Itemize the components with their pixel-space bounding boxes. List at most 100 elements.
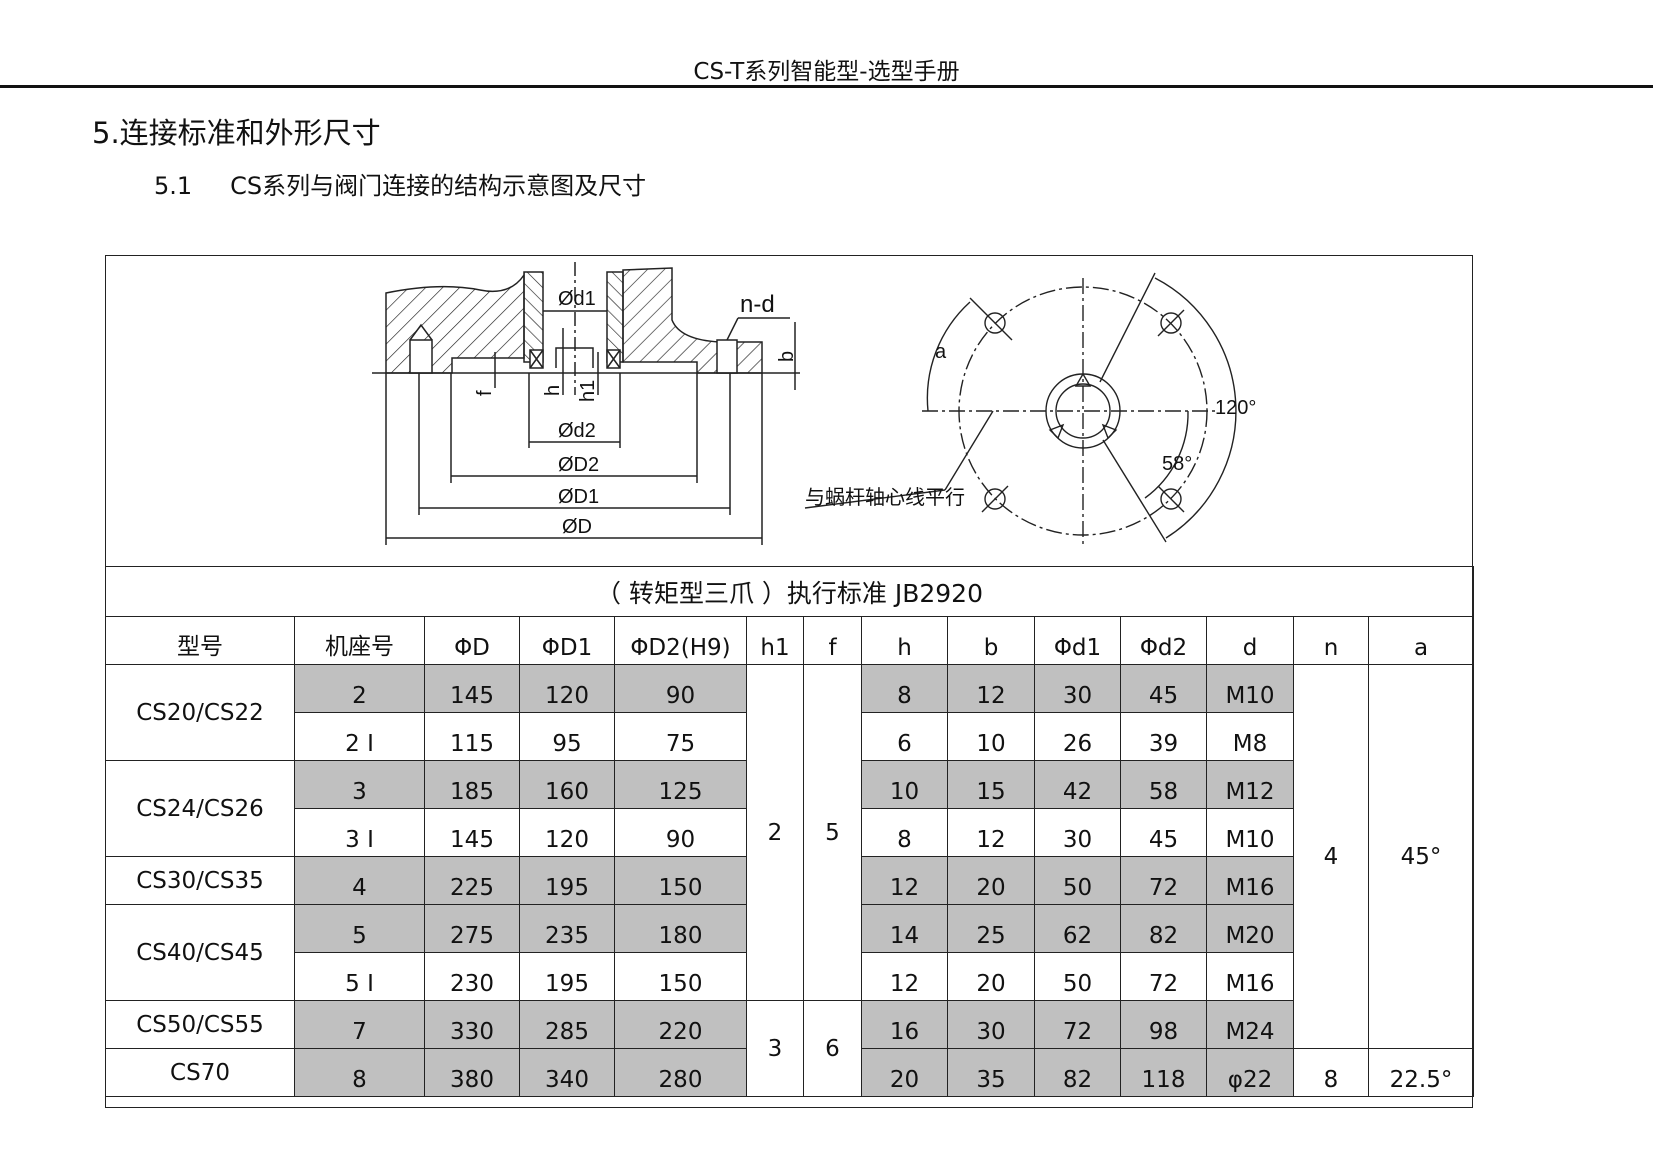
data-cell: 50 [1034,856,1121,905]
data-cell: M16 [1206,856,1294,905]
data-cell: 8 [861,664,948,713]
column-header: Φd1 [1034,616,1121,665]
data-cell: 120 [519,664,615,713]
n-cell: 4 [1293,664,1369,1049]
data-cell: 330 [424,1000,520,1049]
data-cell: M10 [1206,808,1294,857]
data-cell: 10 [861,760,948,809]
data-cell: 235 [519,904,615,953]
data-cell: 12 [947,664,1035,713]
data-cell: 185 [424,760,520,809]
data-cell: 8 [861,808,948,857]
label-f: f [474,390,496,396]
data-cell: 98 [1120,1000,1207,1049]
data-cell: 16 [861,1000,948,1049]
data-cell: 180 [614,904,747,953]
data-cell: 72 [1034,1000,1121,1049]
data-cell: 2 I [294,712,425,761]
data-cell: 26 [1034,712,1121,761]
data-cell: 285 [519,1000,615,1049]
model-cell: CS40/CS45 [105,904,295,1001]
label-n-d: n-d [740,291,775,318]
data-cell: 45 [1120,664,1207,713]
data-cell: 90 [614,808,747,857]
a-cell: 45° [1368,664,1474,1049]
data-cell: 4 [294,856,425,905]
data-cell: 145 [424,664,520,713]
data-cell: M8 [1206,712,1294,761]
label-D2: ØD2 [558,454,599,476]
column-header: a [1368,616,1474,665]
column-header: d [1206,616,1294,665]
flange-body-right [622,267,763,374]
n-cell: 8 [1293,1048,1369,1097]
data-cell: M20 [1206,904,1294,953]
column-header: h [861,616,948,665]
model-cell: CS24/CS26 [105,760,295,857]
data-cell: 30 [947,1000,1035,1049]
data-cell: 340 [519,1048,615,1097]
flange-body [385,272,525,374]
column-header: 型号 [105,616,295,665]
data-cell: 6 [861,712,948,761]
data-cell: 380 [424,1048,520,1097]
h1-cell: 3 [746,1000,804,1097]
data-cell: 115 [424,712,520,761]
sleeve-left [523,271,544,363]
data-cell: 195 [519,856,615,905]
data-cell: 45 [1120,808,1207,857]
data-cell: 2 [294,664,425,713]
label-D1: ØD1 [558,486,599,508]
label-h: h [542,385,564,396]
f-cell: 6 [803,1000,862,1097]
data-cell: 35 [947,1048,1035,1097]
f-cell: 5 [803,664,862,1001]
data-cell: 39 [1120,712,1207,761]
data-cell: 82 [1120,904,1207,953]
column-header: ΦD [424,616,520,665]
data-cell: 30 [1034,808,1121,857]
data-cell: 50 [1034,952,1121,1001]
label-120-degrees: 120° [1215,397,1256,419]
data-cell: 20 [947,952,1035,1001]
model-cell: CS20/CS22 [105,664,295,761]
subsection-title: 5.1 CS系列与阀门连接的结构示意图及尺寸 [154,166,646,201]
section-view-labels: Ød1 n-d b f h h1 Ød2 ØD2 ØD1 ØD [474,288,798,538]
data-cell: M16 [1206,952,1294,1001]
subsection-number: 5.1 [154,172,193,200]
header-divider [0,85,1653,88]
column-header: b [947,616,1035,665]
subsection-text: CS系列与阀门连接的结构示意图及尺寸 [230,172,647,200]
data-cell: 12 [947,808,1035,857]
label-parallel-note: 与蜗杆轴心线平行 [805,486,965,509]
column-header: n [1293,616,1369,665]
data-cell: 20 [947,856,1035,905]
data-cell: 275 [424,904,520,953]
model-cell: CS30/CS35 [105,856,295,905]
data-cell: 3 [294,760,425,809]
model-cell: CS50/CS55 [105,1000,295,1049]
label-d2: Ød2 [558,420,596,442]
data-cell: 10 [947,712,1035,761]
data-cell: 230 [424,952,520,1001]
data-cell: 14 [861,904,948,953]
h1-cell: 2 [746,664,804,1001]
data-cell: 95 [519,712,615,761]
data-cell: φ22 [1206,1048,1294,1097]
data-cell: 72 [1120,856,1207,905]
data-cell: 225 [424,856,520,905]
column-header: f [803,616,862,665]
table-caption-row: （ 转矩型三爪 ）执行标准 JB2920 [105,566,1474,617]
data-cell: 20 [861,1048,948,1097]
label-d1: Ød1 [558,288,596,310]
column-header: ΦD2(H9) [614,616,747,665]
section-view [372,262,800,545]
data-cell: 220 [614,1000,747,1049]
data-cell: 160 [519,760,615,809]
data-cell: 118 [1120,1048,1207,1097]
